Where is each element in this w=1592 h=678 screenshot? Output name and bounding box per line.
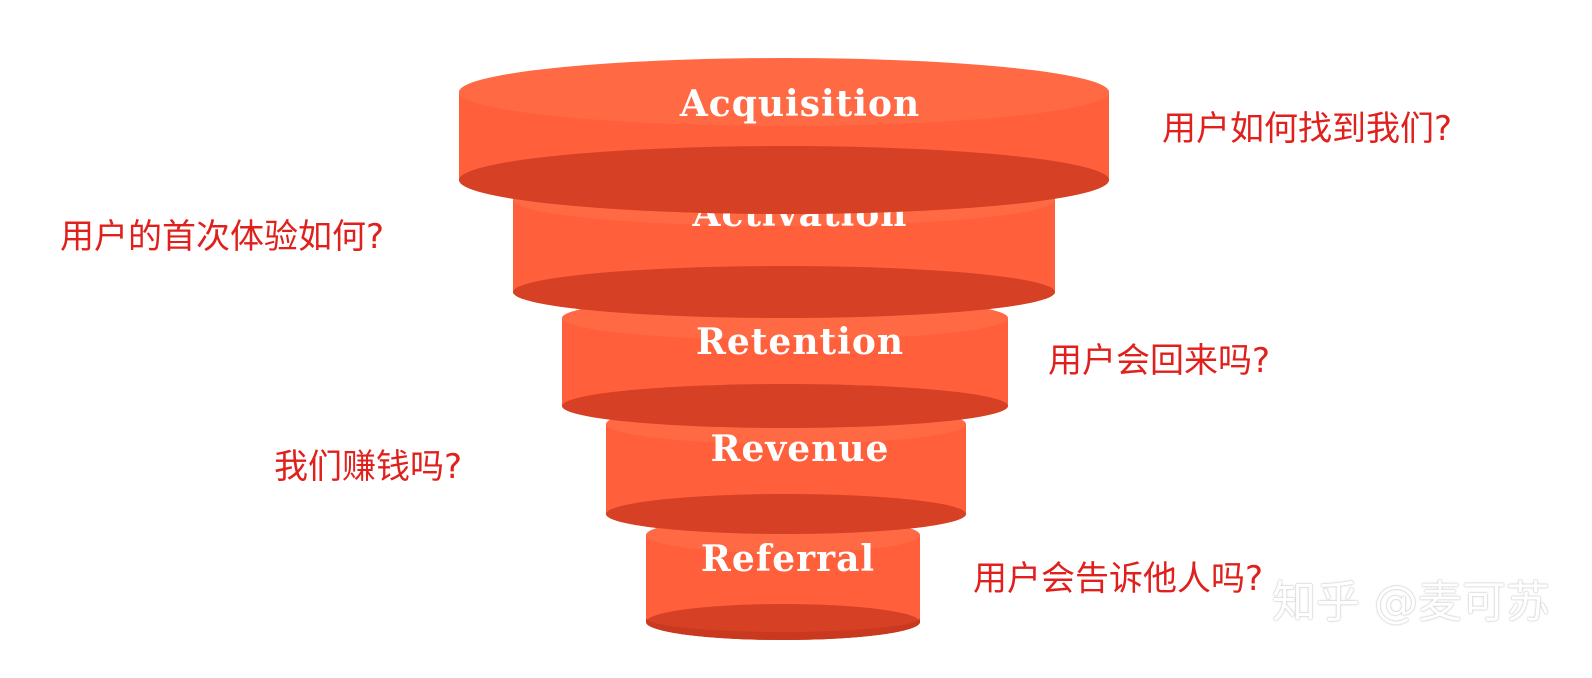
question-revenue: 我们赚钱吗? bbox=[274, 447, 463, 487]
funnel-stage-referral: Referral bbox=[646, 517, 920, 640]
question-acquisition: 用户如何找到我们? bbox=[1162, 109, 1453, 149]
funnel-stage-acquisition: Acquisition bbox=[459, 58, 1109, 214]
funnel-stage-retention: Retention bbox=[562, 296, 1008, 428]
watermark: 知乎 @麦可苏 bbox=[1272, 577, 1550, 628]
stage-label-retention: Retention bbox=[696, 321, 904, 363]
question-activation: 用户的首次体验如何? bbox=[60, 217, 385, 257]
question-retention: 用户会回来吗? bbox=[1048, 341, 1271, 381]
stage-label-referral: Referral bbox=[701, 538, 875, 580]
stage-label-acquisition: Acquisition bbox=[679, 83, 920, 125]
question-referral: 用户会告诉他人吗? bbox=[973, 559, 1264, 599]
stage-label-revenue: Revenue bbox=[711, 428, 890, 470]
